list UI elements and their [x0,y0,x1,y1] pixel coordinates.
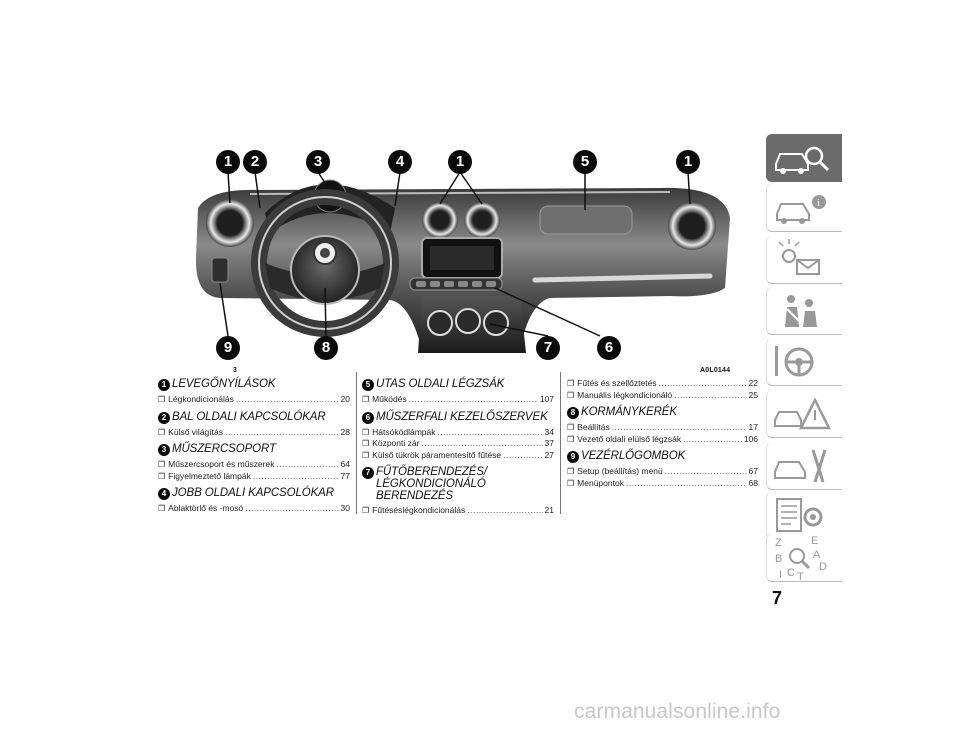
seatbelt-airbag-icon [785,295,817,327]
climate-knob-right [483,310,509,336]
index-entry[interactable]: ❐Külső tükrök páramentesítő fűtése27 [362,450,554,462]
callout-1-center: 1 [448,150,472,174]
section-number: 9 [567,451,579,463]
index-entry[interactable]: ❐Központi zár37 [362,438,554,450]
figure-code: A0L0144 [700,367,731,374]
section-number: 7 [362,467,374,479]
column-divider [560,372,561,514]
alphabetical-index-icon: Z E B A C D T I [775,535,827,582]
car-tools-icon [774,449,827,483]
column-divider [356,372,357,514]
section-title: MŰSZERCSOPORT [172,443,276,455]
section-title: BAL OLDALI KAPCSOLÓKAR [172,410,326,423]
callout-1-left: 1 [216,150,240,174]
section-number: 1 [158,379,170,391]
section-number: 8 [567,407,579,419]
steering-wheel-icon [775,346,814,377]
index-entry[interactable]: ❐Hátsóködlámpák34 [362,427,554,439]
tab-driving[interactable] [766,338,842,386]
index-entry[interactable]: ❐Vezető oldali elülső légzsák106 [567,434,758,446]
warning-light-envelope-icon [778,239,820,275]
tab-safety[interactable] [766,287,842,335]
section-number: 4 [158,488,170,500]
callout-4: 4 [388,150,412,174]
index-entry[interactable]: ❐Figyelmeztető lámpák77 [158,471,350,483]
svg-text:T: T [797,571,804,582]
page-number: 7 [772,588,783,608]
watermark: carmanualsonline.info [574,700,781,723]
index-column-3: ❐Fűtés és szellőztetés22 ❐Manuális légko… [567,378,758,494]
tab-vehicle-overview[interactable] [766,134,842,182]
dashboard-illustration: 120 [195,171,730,353]
passenger-airbag-panel [539,205,633,235]
section-number: 3 [158,444,170,456]
svg-text:C: C [787,567,795,579]
svg-text:Z: Z [775,537,782,549]
tab-technical-data[interactable] [766,491,842,539]
svg-text:E: E [811,535,818,547]
section-climate-control: 7 FŰTŐBERENDEZÉS/LÉGKONDICIONÁLÓ BERENDE… [362,466,554,517]
svg-text:D: D [819,561,827,573]
section-title: KORMÁNYKERÉK [581,406,677,418]
tab-vehicle-info[interactable]: i [766,184,842,232]
index-entry[interactable]: ❐Manuális légkondicionáló25 [567,390,758,402]
climate-knob-center [455,308,481,334]
index-entry[interactable]: ❐Ablaktörlő és -mosó30 [158,503,350,515]
car-info-icon: i [776,195,826,224]
figure-number: 3 [233,367,237,374]
svg-text:i: i [817,198,820,209]
index-entry[interactable]: ❐Légkondicionálás20 [158,394,350,406]
index-entry[interactable]: ❐Külső világítás28 [158,427,350,439]
callout-5: 5 [573,150,597,174]
tab-warning-lights[interactable] [766,236,842,284]
callout-6: 6 [597,336,621,360]
callout-9: 9 [216,336,240,360]
callout-8: 8 [314,336,338,360]
index-entry[interactable]: ❐Fűtéséslégkondicionálás21 [362,505,554,517]
callout-3: 3 [306,150,330,174]
section-title: FŰTŐBERENDEZÉS/LÉGKONDICIONÁLÓ BERENDEZÉ… [376,466,487,502]
climate-knob-left [427,310,453,336]
specs-gear-icon [776,498,823,532]
tab-emergency[interactable] [766,390,842,438]
section-title: JOBB OLDALI KAPCSOLÓKAR [172,487,334,499]
section-climate-continued: ❐Fűtés és szellőztetés22 ❐Manuális légko… [567,378,758,401]
car-search-icon [775,146,830,174]
svg-text:A: A [813,549,821,561]
section-number: 5 [362,379,374,391]
callout-7: 7 [536,336,560,360]
callout-2: 2 [243,150,267,174]
index-entry[interactable]: ❐Működés107 [362,394,554,406]
index-entry[interactable]: ❐Beállítás17 [567,422,758,434]
index-entry[interactable]: ❐Fűtés és szellőztetés22 [567,378,758,390]
tab-alphabetical-index[interactable]: Z E B A C D T I [766,534,842,582]
section-number: 2 [158,411,170,424]
svg-text:I: I [779,569,782,581]
section-title: MŰSZERFALI KEZELŐSZERVEK [376,410,548,423]
callout-1-right: 1 [676,150,700,174]
index-entry[interactable]: ❐Műszercsoport és műszerek64 [158,459,350,471]
section-title: VEZÉRLŐGOMBOK [581,450,686,462]
section-number: 6 [362,411,374,424]
svg-text:B: B [775,553,782,565]
index-entry[interactable]: ❐Setup (beállítás) menü67 [567,466,758,478]
tab-maintenance[interactable] [766,442,842,490]
index-entry[interactable]: ❐Menüpontok68 [567,478,758,490]
car-warning-triangle-icon [774,397,832,430]
section-title: LEVEGŐNYÍLÁSOK [172,378,276,390]
section-title: UTAS OLDALI LÉGZSÁK [376,378,505,390]
